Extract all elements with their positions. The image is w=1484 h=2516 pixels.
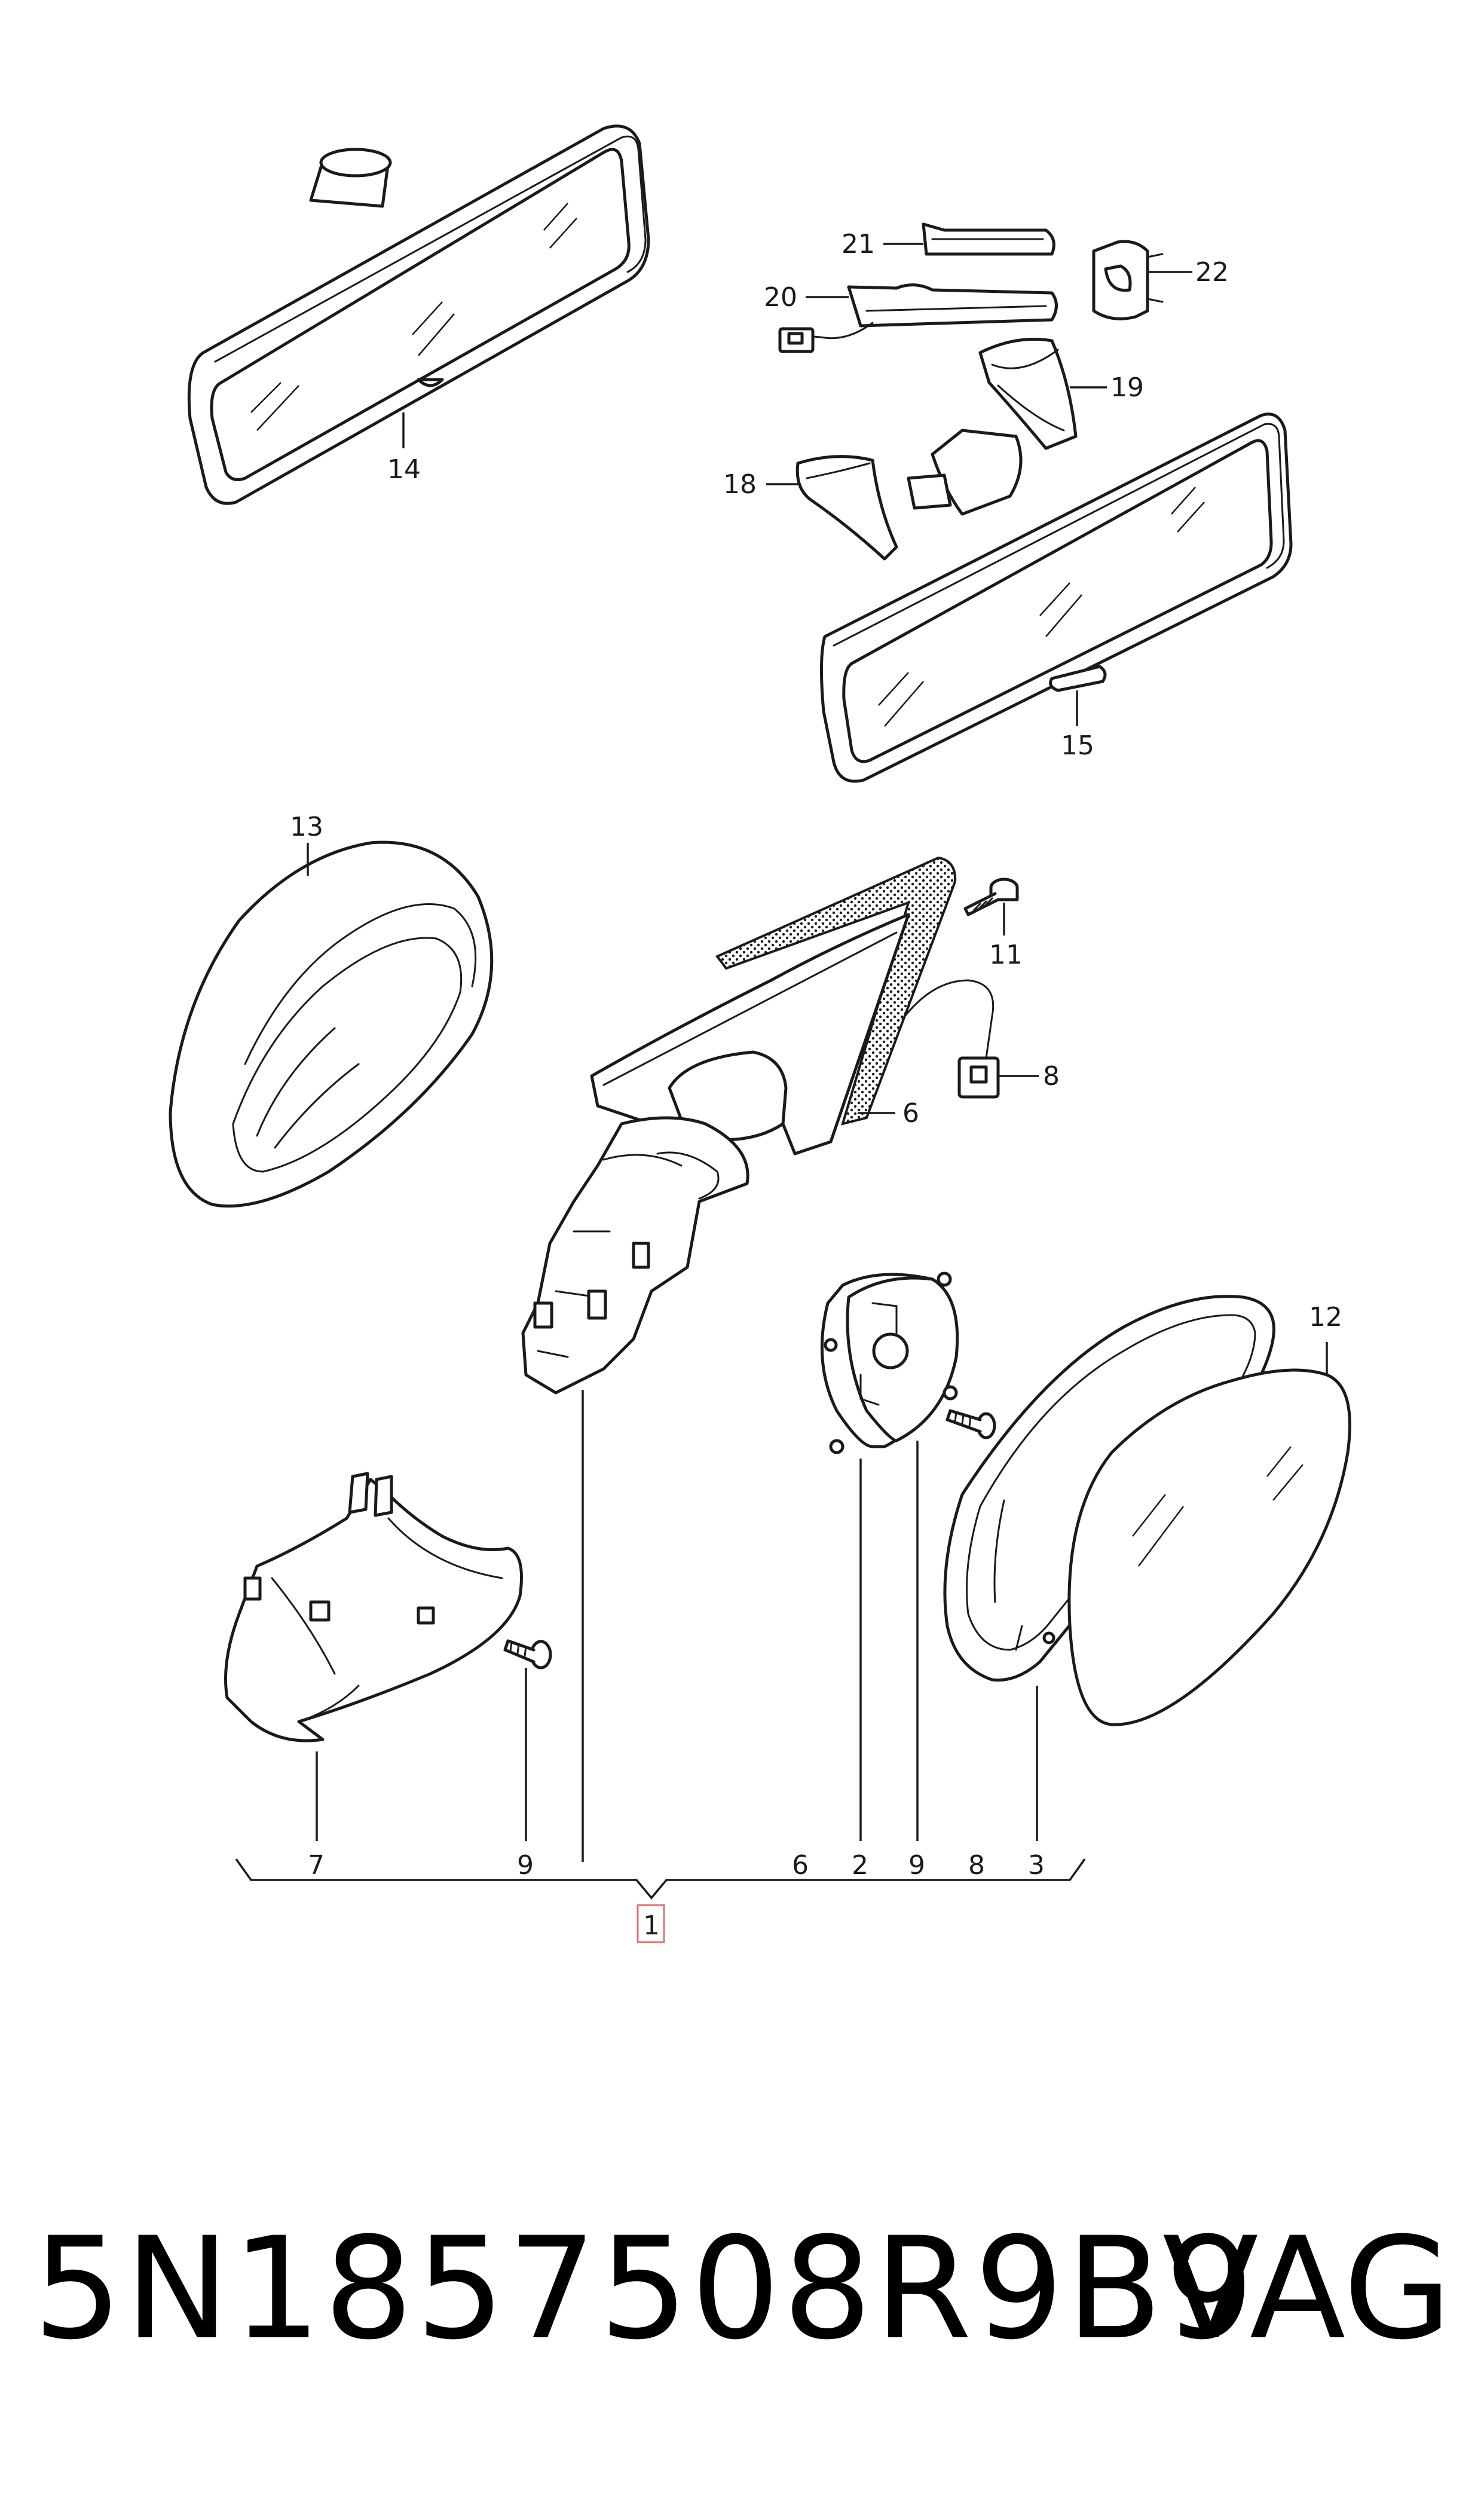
brand-text: VAG <box>1162 2208 1452 2371</box>
part-19-trim[interactable] <box>978 338 1078 450</box>
part-14-interior-mirror[interactable] <box>187 124 650 505</box>
part-7-lower-cover[interactable] <box>224 1472 523 1742</box>
part-15-interior-mirror-sensor[interactable] <box>819 412 1293 783</box>
label-8-bottom: 8 <box>968 1850 985 1881</box>
part-20-wiring-harness[interactable] <box>778 283 1058 353</box>
label-8: 8 <box>1043 1061 1060 1092</box>
label-2: 2 <box>852 1850 868 1881</box>
part-number-text: 5N1857508R9B9 <box>33 2208 1257 2371</box>
label-1: 1 <box>643 1910 660 1941</box>
label-11: 11 <box>989 940 1023 970</box>
label-12: 12 <box>1309 1302 1342 1332</box>
part-mirror-frame[interactable] <box>521 1116 749 1395</box>
label-3: 3 <box>1028 1850 1045 1881</box>
assembly-brace <box>235 1858 1086 1900</box>
part-9-screw-right[interactable] <box>946 1409 996 1439</box>
label-13: 13 <box>290 812 323 842</box>
footer-bar: 5N1857508R9B9 VAG <box>0 2176 1484 2403</box>
label-22: 22 <box>1195 257 1229 288</box>
part-13-mirror-cap[interactable] <box>169 840 494 1208</box>
part-8-connector[interactable] <box>901 979 1000 1099</box>
label-18: 18 <box>723 469 757 500</box>
label-19: 19 <box>1110 372 1144 403</box>
part-22-bracket[interactable] <box>1092 240 1164 320</box>
part-11-screw[interactable] <box>963 878 1019 916</box>
label-14: 14 <box>387 454 421 485</box>
label-15: 15 <box>1061 730 1094 761</box>
part-9-screw-left[interactable] <box>503 1639 552 1670</box>
part-12-mirror-glass[interactable] <box>1067 1368 1351 1726</box>
label-1-highlight-box <box>637 1904 665 1943</box>
label-6: 6 <box>902 1098 919 1129</box>
part-21-cover[interactable] <box>922 222 1055 256</box>
label-7: 7 <box>308 1850 325 1881</box>
part-2-adjuster-motor[interactable] <box>820 1271 959 1454</box>
part-6-mirror-base[interactable] <box>590 856 957 1155</box>
label-6-bottom: 6 <box>792 1850 809 1881</box>
label-9-left: 9 <box>517 1850 534 1881</box>
exploded-parts-diagram: 14 21 20 22 19 18 <box>169 124 1351 1943</box>
label-9-right: 9 <box>908 1850 925 1881</box>
label-21: 21 <box>842 229 875 259</box>
part-18-trim-cover[interactable] <box>795 455 898 561</box>
label-20: 20 <box>764 282 797 313</box>
